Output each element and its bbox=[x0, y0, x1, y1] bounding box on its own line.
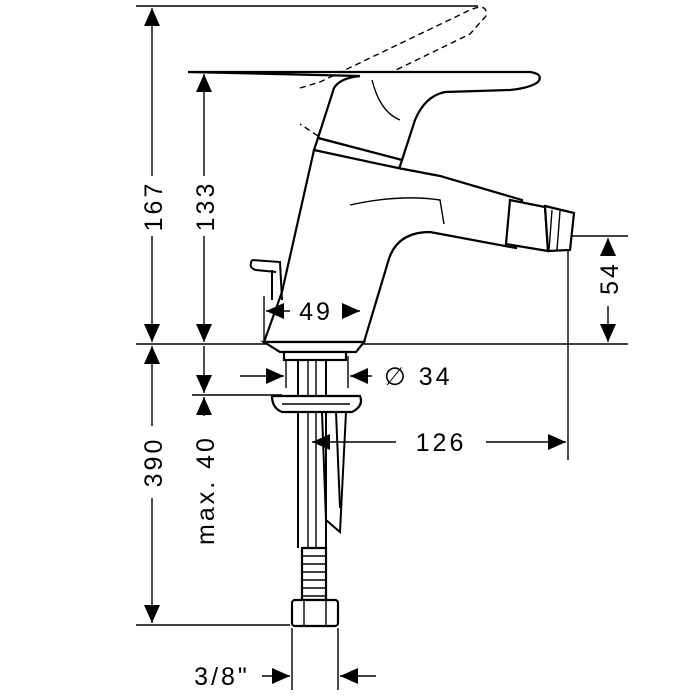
dim-shank-diameter-label: ∅ 34 bbox=[384, 363, 453, 391]
dim-hose-length-label: 390 bbox=[140, 437, 168, 488]
dim-connection-label: 3/8" bbox=[194, 663, 250, 691]
dim-spout-height-label: 54 bbox=[596, 261, 624, 295]
dim-lever-height-label: 133 bbox=[192, 181, 220, 232]
dim-spout-reach-label: 126 bbox=[416, 429, 467, 457]
dim-max-mount-label: max. 40 bbox=[192, 435, 220, 545]
dim-base-width-label: 49 bbox=[299, 298, 333, 326]
reference-lines bbox=[136, 5, 628, 690]
dim-overall-height-label: 167 bbox=[140, 181, 168, 232]
hose-coil bbox=[300, 546, 328, 602]
dimension-lines bbox=[144, 8, 616, 684]
faucet bbox=[187, 6, 576, 628]
hex-connection-nut bbox=[290, 598, 340, 628]
